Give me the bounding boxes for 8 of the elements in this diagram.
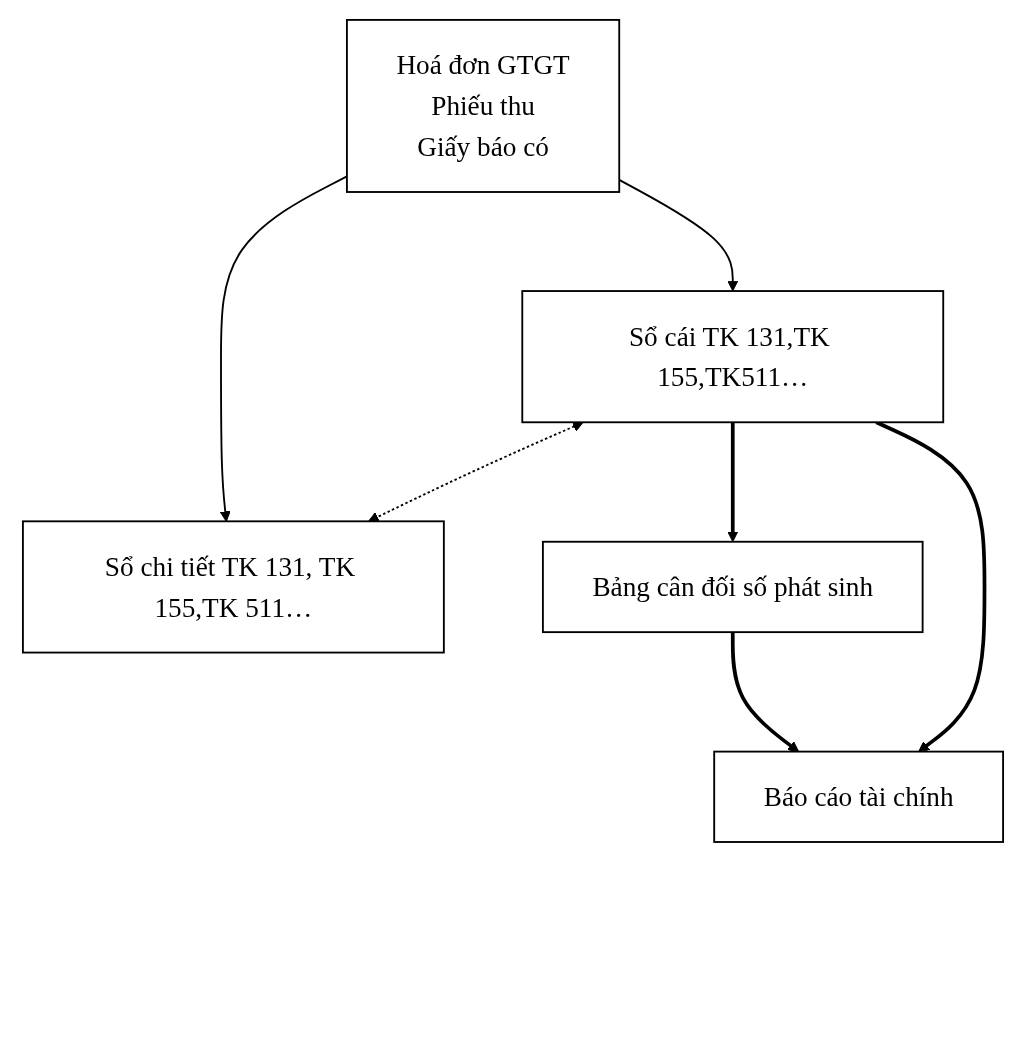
node-box: Sổ cái TK 131,TK 155,TK511…	[521, 290, 945, 424]
node-box: Bảng cân đối số phát sinh	[541, 540, 924, 634]
node-box: Báo cáo tài chính	[713, 750, 1004, 843]
node-box: Hoá đơn GTGT Phiếu thu Giấy báo có	[346, 18, 621, 193]
arrow	[368, 421, 584, 522]
arrow	[730, 632, 800, 753]
node-box: Sổ chi tiết TK 131, TK 155,TK 511…	[22, 520, 445, 654]
arrow	[727, 422, 739, 543]
